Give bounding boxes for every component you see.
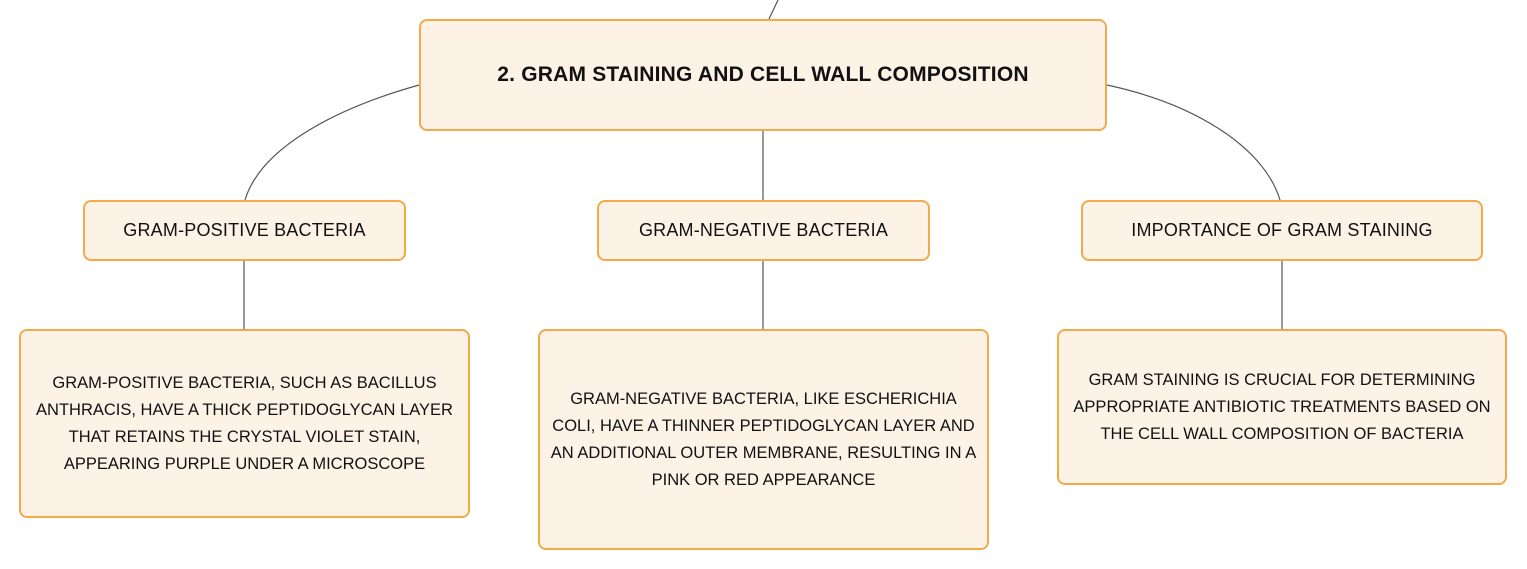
gram-staining-importance-label: Importance of Gram staining xyxy=(1131,220,1433,240)
gram-staining-importance-node[interactable]: Importance of Gram staining xyxy=(1081,200,1483,261)
gram-negative-node[interactable]: Gram-negative bacteria xyxy=(597,200,930,261)
gram-positive-node[interactable]: Gram-positive bacteria xyxy=(83,200,406,261)
gram-staining-importance-detail-text: Gram staining is crucial for determining… xyxy=(1073,370,1491,443)
gram-positive-label: Gram-positive bacteria xyxy=(123,220,366,240)
connector-root-to-importance xyxy=(1106,84,1281,201)
root-topic-node[interactable]: 2. Gram Staining and Cell Wall Compositi… xyxy=(419,19,1107,131)
gram-negative-label: Gram-negative bacteria xyxy=(638,220,889,240)
gram-staining-importance-detail-node[interactable]: Gram staining is crucial for determining… xyxy=(1057,329,1507,485)
gram-negative-detail-text: Gram-negative bacteria, like Escherichia… xyxy=(550,389,977,489)
gram-negative-detail-node[interactable]: Gram-negative bacteria, like Escherichia… xyxy=(538,329,989,550)
gram-positive-detail-text: Gram-positive bacteria, such as Bacillus… xyxy=(36,373,453,473)
connector-root-to-gram-positive xyxy=(244,84,420,201)
gram-positive-detail-node[interactable]: Gram-positive bacteria, such as Bacillus… xyxy=(19,329,470,518)
connector-parent-to-root xyxy=(768,0,779,20)
root-topic-label: 2. Gram Staining and Cell Wall Compositi… xyxy=(497,63,1029,86)
